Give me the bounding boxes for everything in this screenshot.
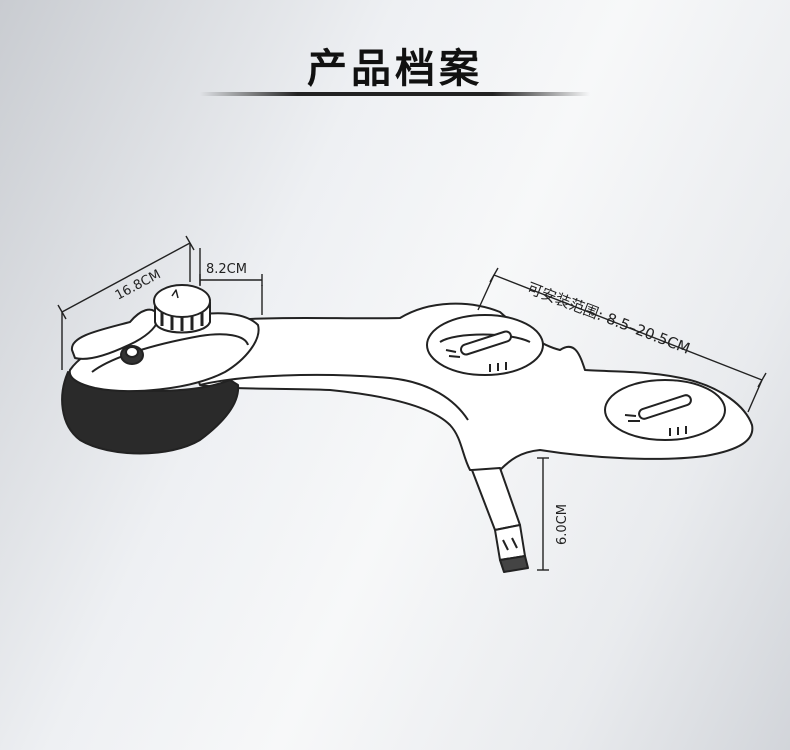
knob-arrow-icon <box>171 289 179 299</box>
inlet-pipe-tip <box>499 555 529 573</box>
height-label: 6.0CM <box>555 504 570 545</box>
bidet-attachment-drawing <box>61 284 754 573</box>
bracket-2 <box>604 379 726 441</box>
width-label: 8.2CM <box>206 262 247 277</box>
control-housing <box>61 371 240 455</box>
housing-ring <box>91 333 249 373</box>
mounting-plate <box>179 302 754 471</box>
title-underline <box>200 92 590 96</box>
pipe-rings <box>502 537 518 551</box>
bracket-1 <box>426 314 544 376</box>
nozzle-button-cap <box>125 346 139 358</box>
knob-grips <box>160 312 204 331</box>
inlet-pipe <box>471 467 521 531</box>
mounting-plate-edge <box>199 373 469 421</box>
page-title: 产品档案 <box>307 46 483 92</box>
inlet-pipe-lower <box>494 524 526 561</box>
dimension-lines <box>57 235 767 571</box>
